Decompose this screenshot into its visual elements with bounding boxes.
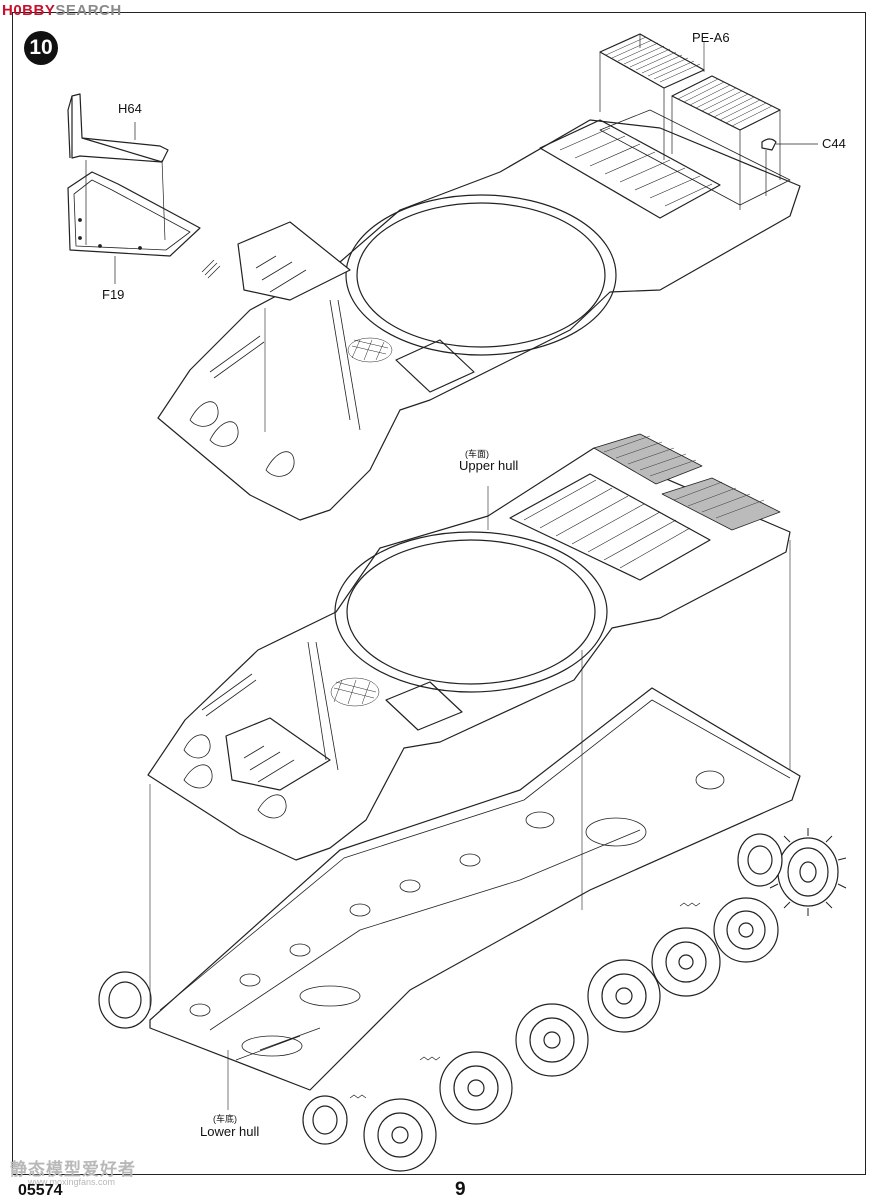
upper-hull-assembled [147, 433, 791, 861]
road-wheels [98, 897, 779, 1172]
part-h64 [67, 93, 169, 163]
label-upper-hull-cn: (车面) [465, 449, 489, 459]
watermark-chinese: 静态模型爱好者 [10, 1160, 136, 1180]
guide-lines-h64 [85, 122, 166, 284]
lower-hull [98, 687, 847, 1172]
label-upper-hull: Upper hull [459, 458, 519, 473]
upper-hull-exploded [157, 109, 801, 521]
watermark-url: www.moxingfans.com [28, 1177, 116, 1187]
drive-sprocket [737, 828, 847, 916]
part-pe-a6 [599, 33, 781, 210]
label-c44: C44 [822, 136, 846, 151]
label-h64: H64 [118, 101, 142, 116]
assembly-guide-lines [149, 42, 791, 1110]
product-code: 05574 [18, 1182, 63, 1199]
label-pe-a6: PE-A6 [692, 30, 730, 45]
part-f19 [67, 171, 201, 257]
part-c44 [761, 138, 818, 196]
suspension-springs [349, 902, 701, 1099]
page-border [12, 12, 866, 1175]
label-lower-hull: Lower hull [200, 1124, 260, 1139]
step-number-badge: 10 [24, 31, 58, 65]
page-number: 9 [455, 1179, 466, 1200]
label-f19: F19 [102, 287, 125, 302]
watermark-hobbysearch: H0BBYSEARCH [2, 2, 122, 19]
label-lower-hull-cn: (车底) [213, 1114, 237, 1124]
glue-mark [201, 259, 221, 279]
